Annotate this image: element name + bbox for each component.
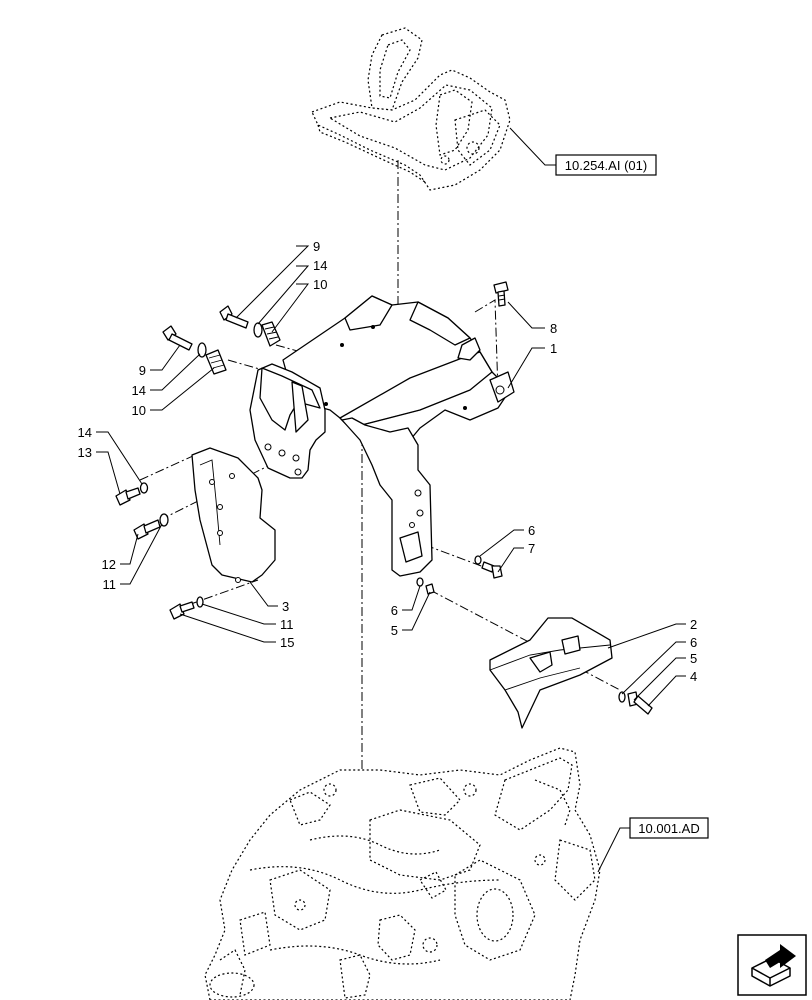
engine-reference-label[interactable]: 10.001.AD xyxy=(597,817,709,873)
engine-reference-text: 10.001.AD xyxy=(638,821,699,836)
callout-14-upper: 14 xyxy=(313,258,327,273)
callout-11: 11 xyxy=(103,577,117,592)
callout-6-right: 6 xyxy=(528,523,535,538)
callout-5-plate: 5 xyxy=(391,623,398,638)
engine-reference-box xyxy=(629,817,709,839)
washer-14-lower xyxy=(197,342,207,358)
callout-7: 7 xyxy=(528,541,535,556)
cab-reference-box xyxy=(555,154,657,176)
bracket-left-plate xyxy=(249,363,326,479)
cab-frame-phantom xyxy=(311,27,511,191)
callout-11-lower: 11 xyxy=(280,617,294,632)
cab-reference-text: 10.254.AI (01) xyxy=(565,158,647,173)
grommet-10-upper xyxy=(261,321,281,347)
callout-10-upper: 10 xyxy=(313,277,327,292)
bolt-7 xyxy=(481,561,503,579)
washer-11-lower xyxy=(196,596,204,608)
callout-8: 8 xyxy=(550,321,557,336)
callout-numbers: 9 14 10 8 1 9 14 10 14 13 12 11 3 11 15 … xyxy=(78,239,698,684)
bolt-8 xyxy=(493,281,509,307)
plate-3 xyxy=(191,447,276,583)
bracket-right-plate xyxy=(341,417,433,577)
callout-9-upper: 9 xyxy=(313,239,320,254)
cab-reference-label[interactable]: 10.254.AI (01) xyxy=(509,127,657,176)
washer-14-left xyxy=(139,482,149,494)
callout-4: 4 xyxy=(690,669,697,684)
callout-2: 2 xyxy=(690,617,697,632)
callout-14-lower: 14 xyxy=(132,383,146,398)
bolt-9-lower xyxy=(162,325,193,351)
callout-9-lower: 9 xyxy=(139,363,146,378)
next-page-arrow-icon[interactable] xyxy=(737,934,807,996)
engine-phantom xyxy=(204,747,601,1000)
bolt-9-upper xyxy=(219,305,249,329)
main-bracket-1 xyxy=(282,295,515,481)
callout-12: 12 xyxy=(102,557,116,572)
callout-6-plate: 6 xyxy=(391,603,398,618)
stud-4 xyxy=(633,695,653,715)
washer-6-right xyxy=(474,555,482,565)
callout-15: 15 xyxy=(280,635,294,650)
callout-3: 3 xyxy=(282,599,289,614)
grommet-10-lower xyxy=(205,349,227,375)
callout-5-lower: 5 xyxy=(690,651,697,666)
callout-10-lower: 10 xyxy=(132,403,146,418)
bolt-13 xyxy=(115,487,141,506)
washer-6-lower xyxy=(618,691,626,703)
callout-1: 1 xyxy=(550,341,557,356)
bolt-15 xyxy=(169,601,195,620)
nut-5-plate xyxy=(425,583,435,595)
callout-6-lower: 6 xyxy=(690,635,697,650)
washer-11 xyxy=(159,513,169,527)
bracket-2 xyxy=(489,617,613,729)
washer-6-plate xyxy=(416,577,424,587)
callout-leaders xyxy=(96,245,686,707)
callout-14-left: 14 xyxy=(78,425,92,440)
callout-13: 13 xyxy=(78,445,92,460)
washer-14-upper xyxy=(253,322,263,338)
